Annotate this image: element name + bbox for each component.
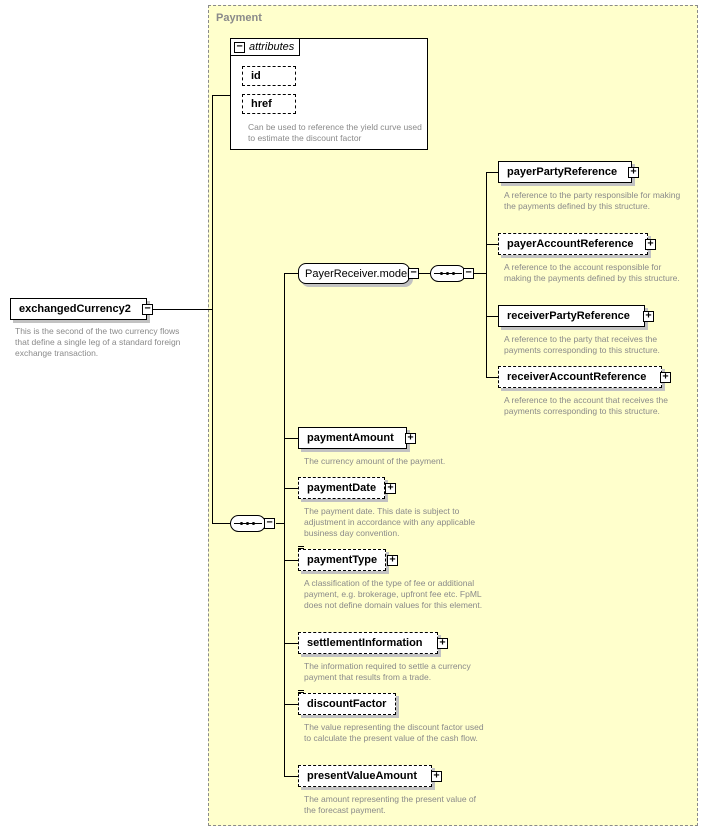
expand-icon[interactable]: + bbox=[385, 483, 396, 494]
payer-party-connector bbox=[486, 172, 498, 173]
sequence-compositor bbox=[230, 515, 266, 532]
element-name: presentValueAmount bbox=[307, 770, 418, 782]
collapse-icon[interactable]: − bbox=[408, 268, 419, 279]
sequence-dot bbox=[452, 272, 455, 275]
element-settlement-information[interactable]: settlementInformation bbox=[298, 632, 438, 654]
element-description: A reference to the party that receives t… bbox=[504, 334, 660, 355]
element-description: A reference to the party responsible for… bbox=[504, 190, 681, 211]
element-description: The payment date. This date is subject t… bbox=[304, 506, 476, 538]
element-description: A reference to the account that receives… bbox=[504, 395, 668, 416]
element-name: discountFactor bbox=[307, 698, 387, 710]
element-name: payerAccountReference bbox=[507, 238, 634, 250]
element-name: payerPartyReference bbox=[507, 166, 618, 178]
model-group-box[interactable]: PayerReceiver.model bbox=[298, 263, 410, 284]
group-title: Payment bbox=[216, 12, 262, 24]
payment-date-connector bbox=[284, 488, 298, 489]
sequence-dot bbox=[246, 522, 249, 525]
attribute-label: id bbox=[251, 70, 261, 82]
sequence-branch-line bbox=[284, 273, 285, 776]
element-description: The information required to settle a cur… bbox=[304, 661, 471, 682]
collapse-icon[interactable]: − bbox=[264, 518, 275, 529]
element-description: The value representing the discount fact… bbox=[304, 722, 484, 743]
root-element-name: exchangedCurrency2 bbox=[19, 303, 131, 315]
element-payment-type[interactable]: paymentType bbox=[298, 549, 386, 571]
repeat-stack-icon bbox=[298, 546, 304, 550]
payer-account-connector bbox=[486, 244, 498, 245]
element-receiver-account-reference[interactable]: receiverAccountReference bbox=[498, 366, 662, 388]
present-value-connector bbox=[284, 776, 298, 777]
element-name: settlementInformation bbox=[307, 637, 423, 649]
sequence-dot bbox=[440, 272, 443, 275]
expand-icon[interactable]: + bbox=[660, 372, 671, 383]
root-description: This is the second of the two currency f… bbox=[15, 326, 181, 358]
element-payer-party-reference[interactable]: payerPartyReference bbox=[498, 161, 632, 183]
receiver-party-connector bbox=[486, 316, 498, 317]
expand-icon[interactable]: + bbox=[387, 555, 398, 566]
element-name: receiverAccountReference bbox=[507, 371, 647, 383]
attribute-href[interactable]: href bbox=[242, 94, 296, 114]
element-description: A classification of the type of fee or a… bbox=[304, 578, 483, 610]
element-payer-account-reference[interactable]: payerAccountReference bbox=[498, 233, 648, 255]
element-payment-date[interactable]: paymentDate bbox=[298, 477, 385, 499]
attributes-description: Can be used to reference the yield curve… bbox=[248, 122, 422, 143]
attributes-header: attributes bbox=[230, 38, 300, 56]
element-name: receiverPartyReference bbox=[507, 310, 630, 322]
expand-icon[interactable]: + bbox=[628, 167, 639, 178]
sequence-out-line bbox=[276, 523, 284, 524]
payment-type-connector bbox=[284, 560, 298, 561]
root-element-box[interactable]: exchangedCurrency2 bbox=[10, 298, 147, 320]
element-receiver-party-reference[interactable]: receiverPartyReference bbox=[498, 305, 645, 327]
model-sequence-compositor bbox=[430, 265, 466, 282]
model-connector bbox=[284, 273, 298, 274]
main-branch-line bbox=[212, 95, 213, 523]
attribute-label: href bbox=[251, 98, 272, 110]
element-payment-amount[interactable]: paymentAmount bbox=[298, 427, 407, 449]
collapse-icon[interactable]: − bbox=[234, 42, 245, 53]
element-discount-factor[interactable]: discountFactor bbox=[298, 693, 396, 715]
expand-icon[interactable]: + bbox=[437, 638, 448, 649]
attributes-connector bbox=[212, 95, 230, 96]
expand-icon[interactable]: + bbox=[405, 433, 416, 444]
sequence-dot bbox=[252, 522, 255, 525]
element-name: paymentType bbox=[307, 554, 378, 566]
model-branch-line bbox=[486, 172, 487, 378]
expand-icon[interactable]: + bbox=[643, 311, 654, 322]
collapse-icon[interactable]: − bbox=[463, 268, 474, 279]
receiver-account-connector bbox=[486, 377, 498, 378]
sequence-connector bbox=[212, 523, 230, 524]
sequence-dot bbox=[446, 272, 449, 275]
seq2-out-line bbox=[474, 273, 486, 274]
attribute-id[interactable]: id bbox=[242, 66, 296, 86]
attributes-label: attributes bbox=[249, 41, 295, 53]
expand-icon[interactable]: + bbox=[431, 771, 442, 782]
element-description: A reference to the account responsible f… bbox=[504, 262, 680, 283]
expand-icon[interactable]: + bbox=[645, 239, 656, 250]
element-name: paymentDate bbox=[307, 482, 377, 494]
settlement-connector bbox=[284, 643, 298, 644]
element-description: The amount representing the present valu… bbox=[304, 794, 476, 815]
element-name: paymentAmount bbox=[307, 432, 394, 444]
element-present-value-amount[interactable]: presentValueAmount bbox=[298, 765, 432, 787]
element-description: The currency amount of the payment. bbox=[304, 456, 446, 466]
root-connector bbox=[152, 309, 212, 310]
repeat-stack-icon bbox=[298, 690, 304, 694]
sequence-dot bbox=[240, 522, 243, 525]
model-to-seq-line bbox=[418, 273, 430, 274]
payment-amount-connector bbox=[284, 438, 298, 439]
model-group-name: PayerReceiver.model bbox=[305, 267, 410, 280]
collapse-icon[interactable]: − bbox=[142, 304, 153, 315]
discount-connector bbox=[284, 704, 298, 705]
